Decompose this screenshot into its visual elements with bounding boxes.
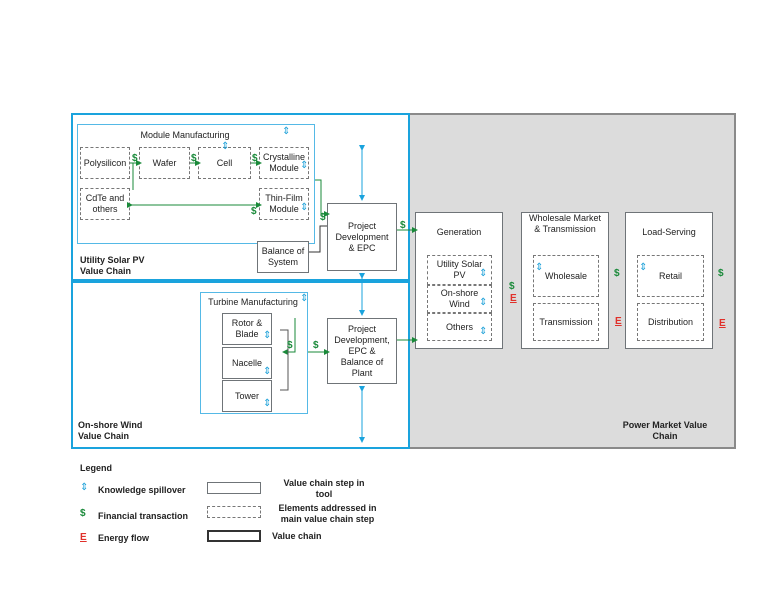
module-manufacturing-box	[77, 124, 315, 244]
legend-elements-swatch	[207, 506, 261, 518]
legend-energy-label: Energy flow	[98, 533, 150, 543]
knowledge-symbol-crystalline: ⇕	[300, 160, 309, 171]
knowledge-symbol-gen-others: ⇕	[479, 326, 488, 337]
legend-energy-icon: E	[80, 532, 87, 543]
energy-symbol-transmission: E	[615, 316, 622, 327]
legend-title: Legend	[80, 463, 113, 473]
knowledge-symbol-module: ⇕	[282, 126, 291, 137]
gen-others-box: Others	[427, 313, 492, 341]
distribution-box: Distribution	[637, 303, 704, 341]
power-market-title: Power Market Value Chain	[622, 420, 708, 441]
generation-title: Generation	[436, 227, 482, 237]
wafer-box: Wafer	[139, 147, 190, 179]
solar-title: Utility Solar PV Value Chain	[80, 255, 145, 276]
legend-chain-swatch	[207, 530, 261, 542]
knowledge-symbol-gen-solar: ⇕	[479, 268, 488, 279]
financial-symbol-generation: $	[509, 281, 515, 292]
transmission-box: Transmission	[533, 303, 599, 341]
wind-project-box: Project Development, EPC & Balance of Pl…	[327, 318, 397, 384]
retail-box: Retail	[637, 255, 704, 297]
cdte-box: CdTe and others	[80, 188, 130, 220]
knowledge-symbol-thin-film: ⇕	[300, 202, 309, 213]
knowledge-symbol-rotor: ⇕	[263, 330, 272, 341]
financial-symbol-wafer: $	[191, 153, 197, 164]
energy-symbol-generation: E	[510, 293, 517, 304]
nacelle-box: Nacelle	[222, 347, 272, 379]
load-serving-title: Load-Serving	[642, 227, 696, 237]
legend-chain-label: Value chain	[272, 531, 322, 541]
legend-financial-icon: $	[80, 508, 86, 519]
financial-symbol-retail: $	[718, 268, 724, 279]
legend-elements-label: Elements addressed in main value chain s…	[278, 503, 377, 524]
knowledge-symbol-nacelle: ⇕	[263, 366, 272, 377]
financial-symbol-cell: $	[252, 153, 258, 164]
legend-knowledge-label: Knowledge spillover	[98, 485, 186, 495]
knowledge-symbol-retail: ⇕	[639, 262, 648, 273]
wind-title: On-shore Wind Value Chain	[78, 420, 143, 441]
legend-financial-label: Financial transaction	[98, 511, 189, 521]
cell-box: Cell	[198, 147, 251, 179]
financial-symbol-solar-project: $	[400, 220, 406, 231]
financial-symbol-wholesale: $	[614, 268, 620, 279]
legend-knowledge-icon: ⇕	[80, 482, 89, 493]
thin-film-module-box: Thin-Film Module	[259, 188, 309, 220]
energy-symbol-distribution: E	[719, 318, 726, 329]
polysilicon-box: Polysilicon	[80, 147, 130, 179]
financial-symbol-thin-film: $	[251, 206, 257, 217]
tower-box: Tower	[222, 380, 272, 412]
turbine-manufacturing-label: Turbine Manufacturing	[208, 297, 298, 307]
wholesale-market-title: Wholesale Market & Transmission	[528, 213, 602, 234]
module-manufacturing-label: Module Manufacturing	[140, 130, 230, 140]
financial-symbol-wind-project: $	[313, 340, 319, 351]
gen-wind-box: On-shore Wind	[427, 285, 492, 313]
knowledge-symbol-cell: ⇕	[221, 141, 230, 152]
financial-symbol-turbine: $	[287, 340, 293, 351]
legend-step-label: Value chain step in tool	[283, 478, 365, 499]
solar-project-box: Project Development & EPC	[327, 203, 397, 271]
knowledge-symbol-gen-wind: ⇕	[479, 297, 488, 308]
knowledge-symbol-turbine: ⇕	[300, 293, 309, 304]
wholesale-box: Wholesale	[533, 255, 599, 297]
knowledge-symbol-tower: ⇕	[263, 398, 272, 409]
knowledge-symbol-wholesale: ⇕	[535, 262, 544, 273]
rotor-blade-box: Rotor & Blade	[222, 313, 272, 345]
financial-symbol-polysilicon: $	[132, 153, 138, 164]
financial-symbol-balance: $	[320, 212, 326, 223]
legend-step-swatch	[207, 482, 261, 494]
balance-of-system-box: Balance of System	[257, 241, 309, 273]
gen-solar-box: Utility Solar PV	[427, 255, 492, 285]
